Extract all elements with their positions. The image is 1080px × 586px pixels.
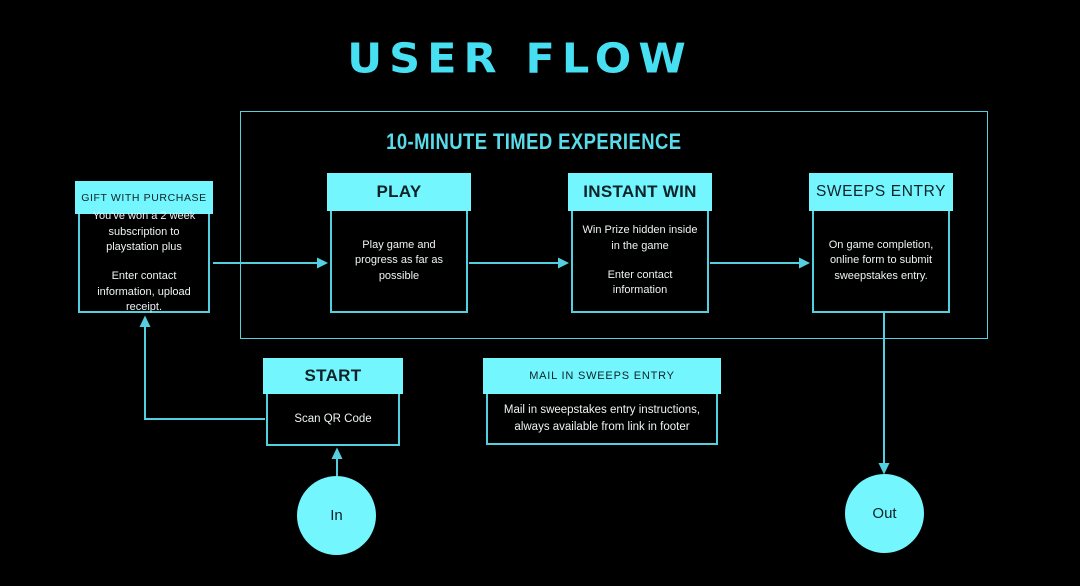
node-sweeps-entry-body: On game completion, online form to submi… [812, 211, 950, 313]
node-gift-with-purchase: GIFT WITH PURCHASE You've won a 2 week s… [75, 181, 213, 313]
connector-in-to-start [331, 447, 343, 476]
node-start-body: Scan QR Code [266, 394, 400, 446]
node-instant-win-paragraph-1: Win Prize hidden inside in the game [582, 224, 698, 252]
timed-experience-label: 10-MINUTE TIMED EXPERIENCE [241, 129, 827, 155]
connector-gift-to-play [213, 257, 328, 269]
node-play-paragraph-1: Play game and progress as far as possibl… [354, 238, 444, 282]
terminal-in: In [297, 476, 376, 555]
node-instant-win-paragraph-2: Enter contact information [607, 268, 673, 297]
terminal-in-label: In [330, 507, 343, 524]
node-start-paragraph-1: Scan QR Code [294, 412, 372, 425]
node-sweeps-entry-header: SWEEPS ENTRY [809, 173, 953, 211]
node-gift-paragraph-1: You've won a 2 week subscription to play… [92, 210, 196, 254]
node-instant-win-body: Win Prize hidden inside in the game Ente… [571, 211, 709, 313]
terminal-out: Out [845, 474, 924, 553]
node-play: PLAY Play game and progress as far as po… [327, 173, 471, 313]
node-play-body: Play game and progress as far as possibl… [330, 211, 468, 313]
node-instant-win-header: INSTANT WIN [568, 173, 712, 211]
timed-experience-container: 10-MINUTE TIMED EXPERIENCE [240, 111, 988, 339]
node-gift-body: You've won a 2 week subscription to play… [78, 210, 210, 314]
connector-play-to-instant-win [469, 257, 569, 269]
node-mail-in-body: Mail in sweepstakes entry instructions, … [486, 394, 718, 445]
page-title-text: USER FLOW [347, 35, 693, 83]
node-mail-in-header: MAIL IN SWEEPS ENTRY [483, 358, 721, 394]
node-gift-paragraph-2: Enter contact information, upload receip… [97, 270, 191, 314]
node-mail-in-paragraph-1: Mail in sweepstakes entry instructions, … [503, 404, 701, 433]
node-start-header: START [263, 358, 403, 394]
node-start: START Scan QR Code [263, 358, 403, 446]
page-title: USER FLOW [0, 34, 1040, 84]
timed-experience-label-text: 10-MINUTE TIMED EXPERIENCE [386, 129, 682, 154]
node-mail-in-sweeps-entry: MAIL IN SWEEPS ENTRY Mail in sweepstakes… [483, 358, 721, 445]
node-instant-win: INSTANT WIN Win Prize hidden inside in t… [568, 173, 712, 313]
connector-start-to-gift [139, 315, 265, 420]
node-sweeps-entry: SWEEPS ENTRY On game completion, online … [809, 173, 953, 313]
node-play-header: PLAY [327, 173, 471, 211]
node-gift-header: GIFT WITH PURCHASE [75, 181, 213, 214]
terminal-out-label: Out [872, 505, 897, 522]
node-sweeps-entry-paragraph-1: On game completion, online form to submi… [828, 238, 934, 282]
connector-instant-win-to-sweeps-entry [710, 257, 810, 269]
